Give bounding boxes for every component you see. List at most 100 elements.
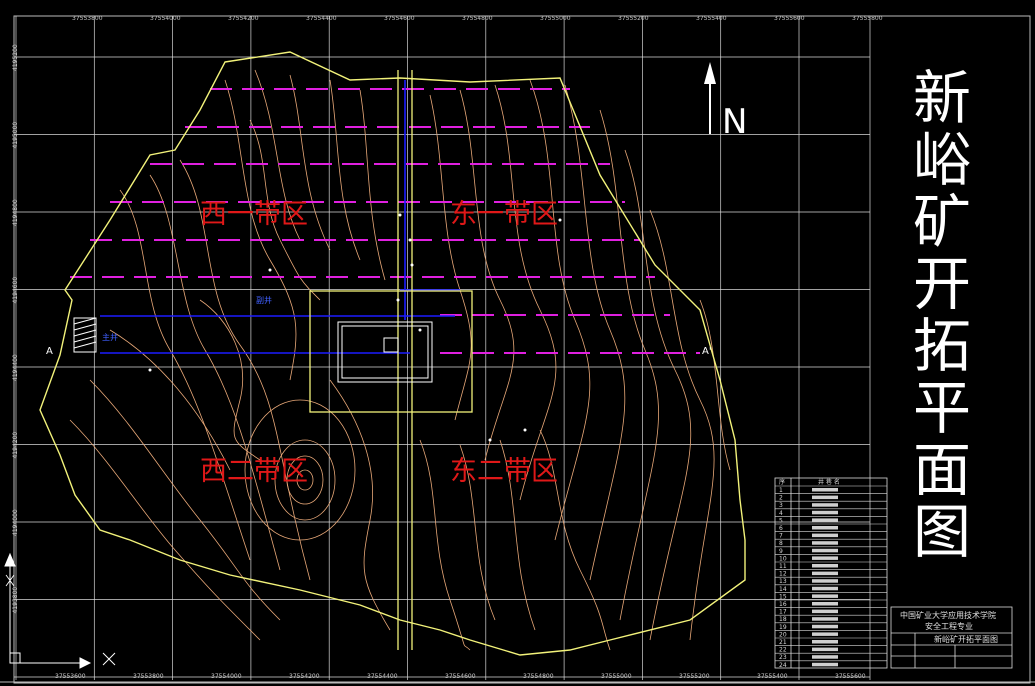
legend-row-no: 11 [779,563,787,570]
title-block: 中国矿业大学应用技术学院 安全工程专业 新峪矿开拓平面图 [890,606,1013,669]
legend-row-no: 17 [779,609,787,616]
drawing-title: 新峪矿开拓平面图 [913,64,971,566]
legend-row-name-blur [812,556,838,560]
drawing-frame [13,15,1031,684]
legend-row-name-blur [812,655,838,659]
grid-bottom-label: 37555400 [757,673,788,680]
industrial-site [337,321,433,383]
drawing-title-char: 峪 [913,126,971,194]
grid-bottom-label: 37555200 [679,673,710,680]
grid-x-label: 37555800 [852,15,883,22]
legend-row-no: 10 [779,555,787,562]
grid-bottom-label: 37553600 [55,673,86,680]
section-start-label: A [46,346,53,357]
legend-row-no: 5 [779,517,783,524]
grid-y-labels: 4195200 4195000 4194800 4194600 4194400 41942… [12,44,19,613]
legend-row-no: 16 [779,601,787,608]
terrain-contours [69,69,731,651]
drawing-title-char: 拓 [913,312,971,380]
legend-row-no: 4 [779,510,783,517]
legend-row-no: 23 [779,654,787,661]
legend-row-no: 24 [779,662,787,669]
title-block-school: 中国矿业大学应用技术学院 [900,610,996,620]
grid-bottom-label: 37554200 [289,673,320,680]
grid-x-label: 37555000 [540,15,571,22]
mine-boundary [39,51,746,656]
legend-row-no: 15 [779,593,787,600]
shaft-note-1: 副井 [256,295,272,305]
drawing-title-char: 平 [913,374,971,442]
west-shaft-hatch [73,317,97,353]
legend-row-no: 1 [779,487,783,494]
zone-label-east-2: 东二带区 [450,456,558,487]
grid-x-label: 37555600 [774,15,805,22]
legend-row-name-blur [812,488,838,492]
grid-y-label: 4193800 [12,587,19,614]
title-block-major: 安全工程专业 [925,621,973,631]
legend-row-no: 21 [779,639,787,646]
grid-bottom-label: 37554600 [445,673,476,680]
grid-y-label: 4194200 [12,432,19,459]
grid-y-label: 4194600 [12,277,19,304]
grid-bottom-label: 37554800 [523,673,554,680]
section-end-label: A' [702,346,712,357]
drawing-title-char: 面 [913,436,971,504]
legend-row-name-blur [812,541,838,545]
legend-header-name: 井 巷 名 [818,478,840,486]
legend-row-name-blur [812,571,838,576]
legend-row-name-blur [812,526,838,530]
legend-row-no: 13 [779,578,787,585]
legend-row-no: 14 [779,586,787,593]
survey-points [148,213,562,442]
legend-row-name-blur [812,510,838,515]
grid-bottom-labels: 37553600 37553800 37554000 37554200 37554400… [55,673,866,680]
legend-row-name-blur [812,609,838,614]
grid-y-label: 4195200 [12,44,19,71]
legend-row-name-blur [812,640,838,644]
grid-x-label: 37554600 [384,15,415,22]
legend-row-name-blur [812,647,838,652]
legend-row-no: 8 [779,540,783,547]
legend-row-name-blur [812,632,838,636]
legend-row-no: 2 [779,495,783,502]
legend-row-name-blur [812,662,838,667]
grid-x-label: 37554200 [228,15,259,22]
legend-row-no: 12 [779,571,787,578]
legend-row-name-blur [812,533,838,538]
legend-row-name-blur [812,624,838,629]
legend-row-name-blur [812,579,838,583]
zone-label-west-2: 西二带区 [200,456,308,487]
legend-table: 序 井 巷 名 12345678910111213141516171819202… [774,477,888,669]
legend-row-name-blur [812,495,838,500]
grid-y-label: 4195000 [12,122,19,149]
grid-x-label: 37555200 [618,15,649,22]
main-roadways [100,80,460,354]
grid-bottom-label: 37555000 [601,673,632,680]
grid-bottom-label: 37553800 [133,673,164,680]
legend-row-name-blur [812,586,838,591]
grid-bottom-label: 37554400 [367,673,398,680]
grid-y-label: 4194800 [12,199,19,226]
shaft-pillar [309,70,473,650]
legend-row-no: 9 [779,548,783,555]
legend-row-no: 19 [779,624,787,631]
working-panels [70,88,700,354]
legend-row-name-blur [812,503,838,507]
legend-row-name-blur [812,518,838,522]
legend-row-name-blur [812,602,838,606]
north-label: N [722,102,747,142]
grid-bottom-label: 37554000 [211,673,242,680]
title-block-drawing-name: 新峪矿开拓平面图 [934,634,998,644]
ucs-icon [4,552,116,669]
legend-row-name-blur [812,564,838,568]
legend-row-name-blur [812,617,838,621]
grid-y-label: 4194400 [12,354,19,381]
zone-label-west-1: 西一带区 [200,199,308,230]
grid-x-label: 37554800 [462,15,493,22]
drawing-title-char: 矿 [913,188,971,256]
legend-row-no: 18 [779,616,787,623]
grid-bottom-label: 37555600 [835,673,866,680]
drawing-title-char: 开 [913,250,971,318]
